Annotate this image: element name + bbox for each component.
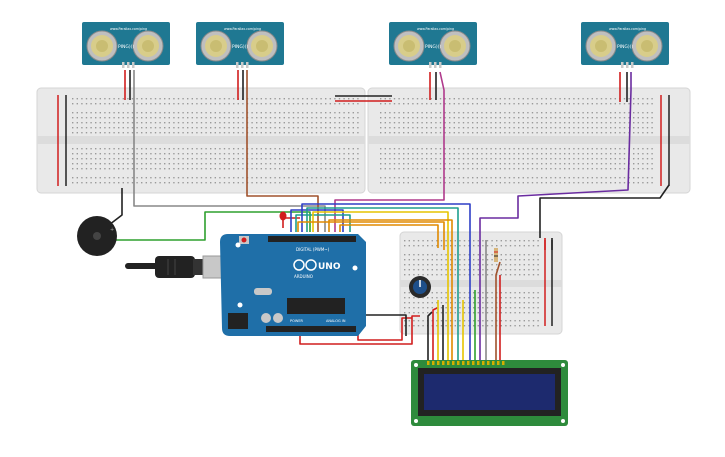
buzzer-icon: + — [77, 216, 117, 256]
breadboard-left — [36, 87, 366, 194]
sensor-brand-label: www.Parallax.com/ping — [417, 27, 454, 31]
resistor-icon — [494, 248, 498, 262]
arduino-model-label: UNO — [318, 262, 341, 272]
arduino-uno: UNO ARDUINO DIGITAL (PWM~) POWER ANALOG … — [220, 234, 366, 336]
power-rails-right — [660, 95, 670, 186]
led-icon — [279, 211, 287, 221]
ultrasonic-sensor: PING))) www.Parallax.com/ping — [82, 22, 170, 68]
sensor-brand-label: www.Parallax.com/ping — [224, 27, 261, 31]
wires — [104, 70, 670, 360]
sensor-brand-label: www.Parallax.com/ping — [110, 27, 147, 31]
sensor-model-label: PING))) — [118, 44, 134, 50]
svg-text:+: + — [110, 227, 114, 233]
ultrasonic-sensor: PING))) www.Parallax.com/ping — [581, 22, 669, 68]
ultrasonic-sensor: PING))) www.Parallax.com/ping — [196, 22, 284, 68]
arduino-digital-label: DIGITAL (PWM~) — [296, 247, 330, 252]
power-rails-left — [57, 95, 67, 186]
breadboard-small — [399, 231, 563, 335]
power-jack-icon — [228, 313, 248, 329]
lcd-display — [411, 360, 568, 426]
breadboard-right — [367, 87, 691, 194]
ultrasonic-sensor: PING))) www.Parallax.com/ping — [389, 22, 477, 68]
arduino-analog-label: ANALOG IN — [326, 319, 346, 323]
sensor-brand-label: www.Parallax.com/ping — [609, 27, 646, 31]
sensor-model-label: PING))) — [232, 44, 248, 50]
sensor-model-label: PING))) — [425, 44, 441, 50]
arduino-brand-label: ARDUINO — [294, 274, 313, 279]
potentiometer-icon — [409, 276, 431, 298]
arduino-power-label: POWER — [290, 319, 304, 323]
sensor-model-label: PING))) — [617, 44, 633, 50]
